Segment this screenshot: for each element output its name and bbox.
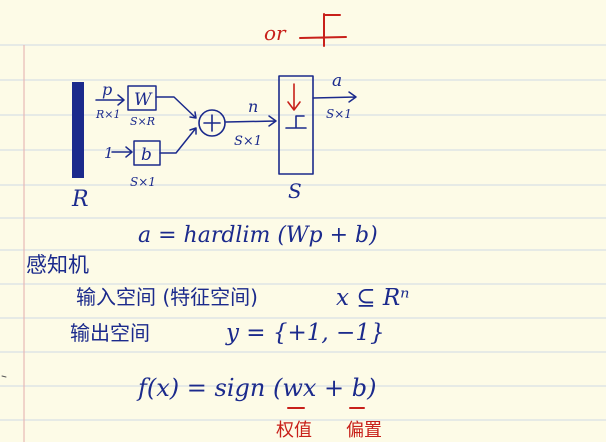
output-arrow	[312, 91, 357, 103]
input-space-expression: x ⊆ Rⁿ	[336, 285, 410, 311]
weight-annotation: 权值	[276, 420, 312, 441]
bias-annotation: 偏置	[346, 420, 382, 441]
hardlim-equation: a = hardlim (Wp + b)	[138, 223, 378, 248]
bias-dim-label: S×1	[130, 175, 156, 189]
plus-sign-icon	[203, 114, 221, 132]
summation-node	[198, 109, 226, 137]
p-arrow	[95, 94, 125, 106]
ruled-lines	[0, 44, 606, 421]
hardlim-symbol-icon	[285, 115, 307, 129]
or-label: or	[264, 21, 287, 45]
input-p-label: p	[102, 80, 112, 99]
input-count-label: R	[71, 187, 89, 212]
bias-arrow	[111, 146, 133, 158]
red-down-arrow-icon	[287, 83, 301, 111]
input-p-dim: R×1	[95, 108, 121, 121]
output-space-expression: y = {+1, −1}	[225, 320, 385, 346]
transfer-function-box	[278, 75, 314, 175]
output-dim-label: S×1	[326, 107, 352, 121]
bias-input-label: 1	[104, 144, 114, 162]
perceptron-title: 感知机	[26, 253, 89, 277]
net-input-n-label: n	[248, 97, 258, 116]
hardlim-step-sketch	[299, 13, 347, 47]
weight-dim-label: S×R	[130, 115, 155, 128]
w-to-sum-arrow	[155, 96, 197, 119]
input-space-label: 输入空间 (特征空间)	[76, 285, 258, 309]
sign-function-equation: f(x) = sign (wx + b)	[136, 374, 377, 402]
n-arrow	[225, 115, 277, 127]
b-to-sum-arrow	[159, 127, 197, 154]
margin-tick	[1, 375, 7, 378]
weight-box	[127, 85, 157, 111]
neuron-count-label: S	[288, 179, 302, 203]
output-a-label: a	[332, 71, 342, 91]
weight-w-label: W	[134, 90, 153, 110]
bias-b-label: b	[141, 145, 152, 165]
net-input-dim-label: S×1	[234, 134, 262, 149]
input-vector-bar	[72, 82, 84, 178]
output-space-label: 输出空间	[70, 321, 150, 345]
